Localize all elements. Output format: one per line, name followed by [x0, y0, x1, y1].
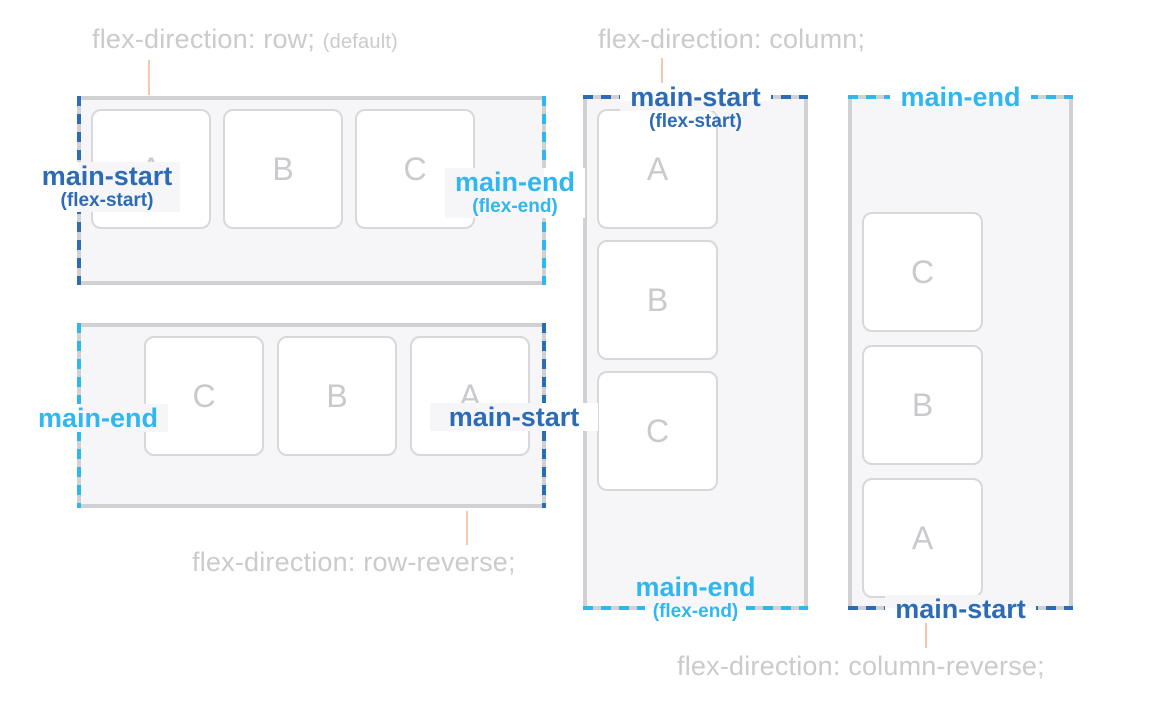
flex-item-a: A: [862, 478, 983, 598]
flex-container-column: A B C main-start (flex-start) main-end (…: [583, 83, 808, 623]
main-end-label: main-end: [848, 83, 1073, 111]
label-text: main-end: [890, 83, 1031, 111]
connector-line: [466, 511, 468, 545]
label-subtext: (flex-start): [649, 111, 742, 132]
flex-item-c: C: [597, 371, 718, 491]
caption-text: flex-direction: column-reverse;: [677, 651, 1045, 681]
connector-line: [661, 58, 663, 85]
main-start-label: main-start (flex-start): [583, 83, 808, 133]
caption-text: flex-direction: row-reverse;: [192, 547, 516, 577]
flex-item-b: B: [597, 240, 718, 360]
flex-item-a: A: [410, 336, 530, 456]
label-text: main-start: [41, 161, 173, 191]
label-text: main-start: [448, 402, 580, 432]
label-subtext: (flex-end): [644, 601, 747, 623]
main-end-label: main-end (flex-end): [583, 573, 808, 623]
flex-container-row-reverse: A B C main-end main-start: [28, 323, 598, 508]
caption-text: flex-direction: row;: [92, 24, 316, 54]
caption-flex-direction-column-reverse: flex-direction: column-reverse;: [677, 652, 1045, 680]
flex-item-c: C: [862, 212, 983, 332]
main-end-label: main-end: [28, 404, 168, 432]
label-text: main-end: [37, 403, 158, 433]
flex-container-row: A B C main-start (flex-start) main-end (…: [34, 96, 585, 285]
label-text: main-start: [620, 83, 771, 111]
flex-item-c: C: [144, 336, 264, 456]
caption-flex-direction-column: flex-direction: column;: [598, 25, 865, 53]
caption-flex-direction-row-reverse: flex-direction: row-reverse;: [192, 548, 516, 576]
flex-item-b: B: [862, 345, 983, 465]
caption-text: flex-direction: column;: [598, 24, 866, 54]
connector-line: [148, 60, 150, 95]
main-start-label: main-start: [430, 403, 598, 431]
flex-item-b: B: [277, 336, 397, 456]
label-text: main-end: [454, 167, 575, 197]
flex-item-b: B: [223, 109, 343, 229]
flex-container-column-reverse: A B C main-end main-start: [848, 83, 1073, 623]
label-subtext: (flex-end): [472, 196, 558, 217]
main-start-label: main-start: [848, 595, 1073, 623]
label-subtext: (flex-start): [60, 190, 154, 211]
caption-flex-direction-row: flex-direction: row; (default): [92, 25, 398, 56]
label-text: main-end: [635, 572, 756, 602]
main-end-label: main-end (flex-end): [445, 168, 585, 218]
label-text: main-start: [885, 595, 1036, 623]
caption-note: (default): [322, 31, 398, 53]
connector-line: [925, 620, 927, 648]
main-start-label: main-start (flex-start): [34, 162, 180, 212]
